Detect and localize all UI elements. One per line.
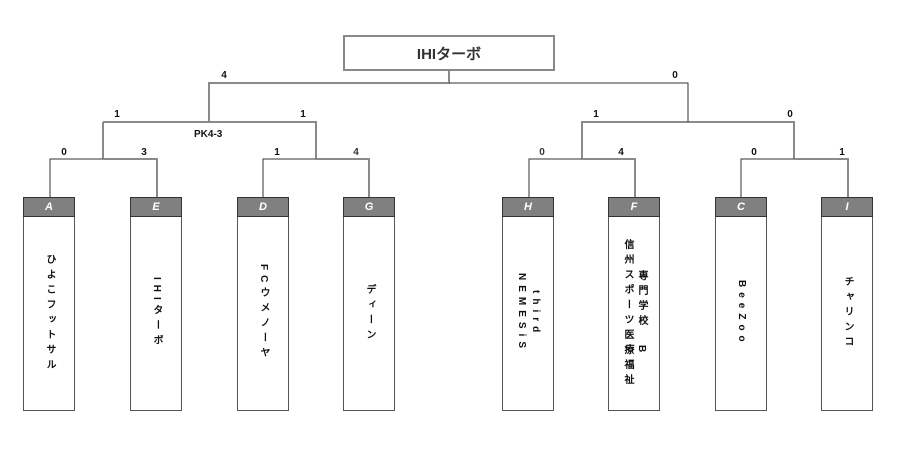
team-name: ひよこフットサル <box>44 253 55 374</box>
score-semi-4: 0 <box>787 109 793 120</box>
team-name-box: FCウメノーヤ <box>237 217 289 411</box>
team-seed: F <box>608 197 660 217</box>
score-r1-F: 4 <box>618 147 624 158</box>
line-semi-right-b <box>688 121 795 159</box>
score-final-left: 4 <box>221 70 227 81</box>
team-card-C: C BeeZoo <box>715 197 767 411</box>
score-r1-G: 4 <box>353 147 359 158</box>
pk-note: PK4-3 <box>194 129 223 140</box>
score-semi-1: 1 <box>114 109 120 120</box>
team-name-box: ディーン <box>343 217 395 411</box>
score-r1-I: 1 <box>839 147 845 158</box>
line-q1-loser <box>49 158 103 197</box>
team-seed: E <box>130 197 182 217</box>
team-name: BeeZoo <box>736 280 747 347</box>
score-semi-3: 1 <box>593 109 599 120</box>
team-card-I: I チャリンコ <box>821 197 873 411</box>
team-card-D: D FCウメノーヤ <box>237 197 289 411</box>
team-card-G: G ディーン <box>343 197 395 411</box>
team-name: third <box>530 289 541 338</box>
team-name: FCウメノーヤ <box>258 264 269 363</box>
team-name-box: 信州スポーツ医療福祉専門学校 B <box>608 217 660 411</box>
champion-box: IHIターボ <box>343 35 555 71</box>
line-semi-right-winner <box>581 121 688 159</box>
score-final-right: 0 <box>672 70 678 81</box>
score-r1-C: 0 <box>751 147 757 158</box>
line-q5-loser <box>528 158 582 197</box>
team-name: NEMESiS <box>516 273 527 354</box>
team-name: IHIターボ <box>151 277 162 350</box>
team-name: 専門学校 B <box>636 269 647 358</box>
team-name-box: チャリンコ <box>821 217 873 411</box>
team-seed: I <box>821 197 873 217</box>
team-card-E: E IHIターボ <box>130 197 182 411</box>
team-name: 信州スポーツ医療福祉 <box>622 238 633 389</box>
team-name-box: IHIターボ <box>130 217 182 411</box>
team-seed: A <box>23 197 75 217</box>
team-seed: C <box>715 197 767 217</box>
line-q7-loser <box>740 158 794 197</box>
team-seed: H <box>502 197 554 217</box>
score-r1-A: 0 <box>61 147 67 158</box>
team-name: チャリンコ <box>842 276 853 351</box>
score-r1-D: 1 <box>274 147 280 158</box>
team-name-box: ひよこフットサル <box>23 217 75 411</box>
score-r1-H: 0 <box>539 147 545 158</box>
line-final-loser <box>449 82 689 122</box>
team-name-box: BeeZoo <box>715 217 767 411</box>
line-q2-winner <box>103 158 158 197</box>
line-q5-winner <box>582 158 636 197</box>
team-seed: G <box>343 197 395 217</box>
line-q3-loser <box>262 158 316 197</box>
team-name: ディーン <box>364 283 375 344</box>
team-seed: D <box>237 197 289 217</box>
line-q4-winner <box>316 158 370 197</box>
score-r1-E: 3 <box>141 147 147 158</box>
line-q7-winner <box>794 158 849 197</box>
team-card-A: A ひよこフットサル <box>23 197 75 411</box>
line-semi-left-winner <box>209 121 317 159</box>
score-semi-2: 1 <box>300 109 306 120</box>
line-final-winner <box>208 67 450 122</box>
